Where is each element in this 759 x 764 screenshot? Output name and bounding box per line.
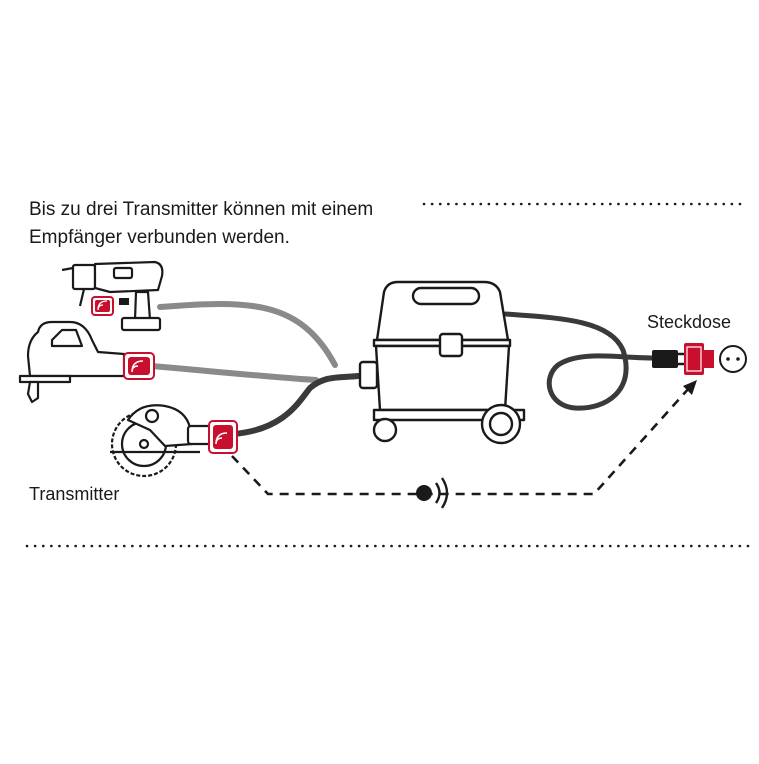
- hose-jigsaw: [149, 363, 319, 383]
- wireless-signal-icon: [416, 477, 449, 509]
- transmitter-drill: [91, 296, 114, 316]
- socket-label: Steckdose: [647, 312, 732, 332]
- wall-socket-icon: [719, 345, 747, 373]
- circular-saw-icon: [110, 404, 214, 478]
- cordless-drill-icon: [61, 260, 164, 332]
- caption: Bis zu drei Transmitter können mit einem…: [29, 196, 373, 252]
- signal-arrowhead: [683, 380, 697, 395]
- plug-icon: [652, 350, 684, 368]
- power-cord: [503, 311, 655, 411]
- wet-dry-vacuum-icon: [358, 280, 526, 445]
- caption-line-1: Bis zu drei Transmitter können mit einem: [29, 199, 374, 220]
- hose-circular-saw: [230, 373, 361, 437]
- caption-line-2: Empfänger verbunden werden.: [29, 227, 290, 248]
- transmitter-circular-saw: [208, 420, 238, 454]
- transmitter-label: Transmitter: [29, 484, 120, 504]
- transmitter-jigsaw: [123, 352, 155, 380]
- hose-drill: [157, 300, 338, 368]
- jigsaw-icon: [18, 320, 126, 404]
- receiver-icon: [684, 343, 714, 375]
